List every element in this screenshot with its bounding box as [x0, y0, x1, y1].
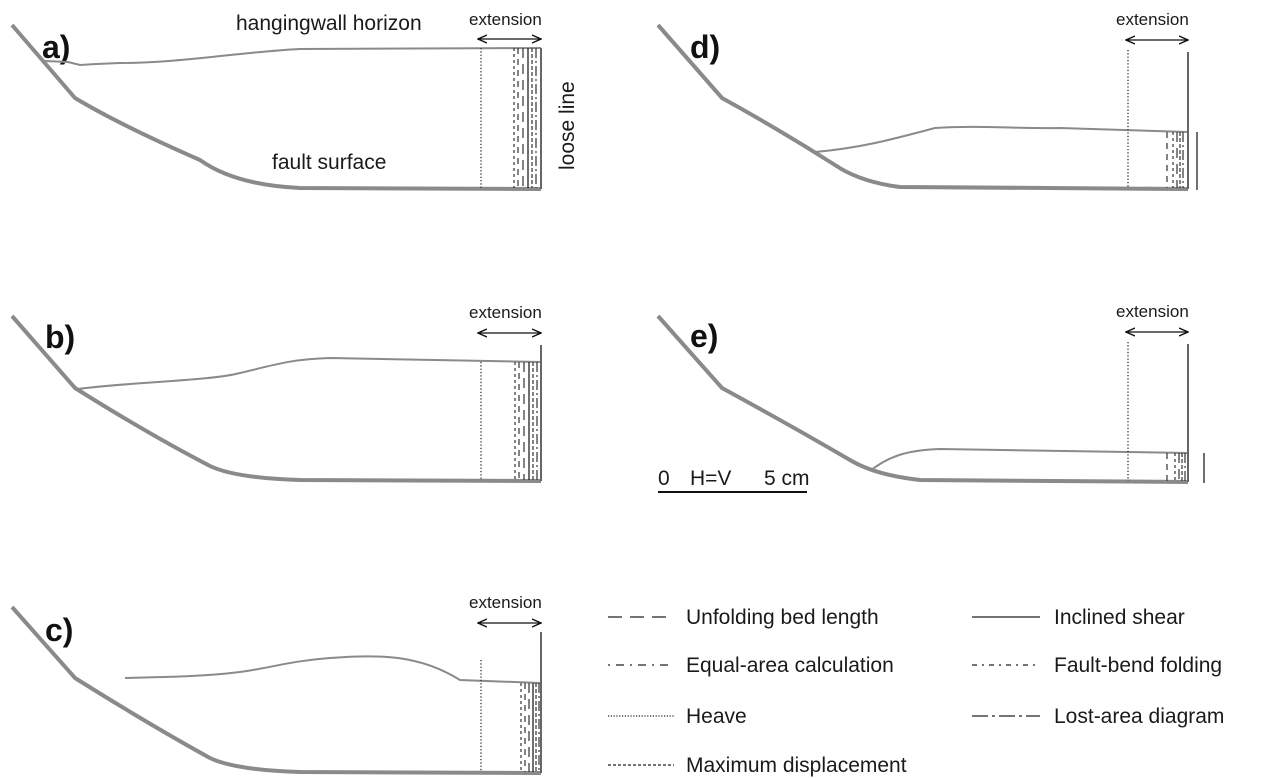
hangingwall-horizon-c — [124, 655, 542, 684]
legend-item-equal-area-calculation: Equal-area calculation — [608, 654, 894, 677]
scale-ratio: H=V — [690, 467, 731, 490]
extension-label-a: extension — [469, 10, 542, 29]
legend: Unfolding bed length Equal-area calculat… — [608, 606, 1224, 777]
scale-length: 5 cm — [764, 467, 810, 490]
panel-a: a) hangingwall horizon fault surface loo… — [10, 10, 579, 191]
scale-zero: 0 — [658, 467, 670, 490]
legend-label: Unfolding bed length — [686, 606, 879, 629]
panel-letter-d: d) — [690, 29, 720, 65]
legend-label: Lost-area diagram — [1054, 705, 1224, 728]
panel-letter-c: c) — [45, 612, 73, 648]
legend-item-heave: Heave — [608, 705, 747, 728]
extension-label-b: extension — [469, 303, 542, 322]
panel-letter-a: a) — [42, 29, 70, 65]
scale-bar: 0 H=V 5 cm — [658, 467, 810, 493]
legend-label: Heave — [686, 705, 747, 728]
legend-label: Equal-area calculation — [686, 654, 894, 677]
panel-e: e) extension — [656, 302, 1205, 484]
panel-letter-b: b) — [45, 319, 75, 355]
loose-line-label: loose line — [556, 81, 579, 170]
extension-label-d: extension — [1116, 10, 1189, 29]
panel-b: b) extension — [10, 303, 542, 483]
hangingwall-horizon-e — [869, 447, 1189, 472]
legend-item-inclined-shear: Inclined shear — [972, 606, 1185, 629]
fault-surface-e — [656, 314, 1189, 484]
fault-surface-a — [10, 23, 542, 191]
legend-label: Maximum displacement — [686, 754, 907, 777]
legend-label: Fault-bend folding — [1054, 654, 1222, 677]
fault-surface-c — [10, 605, 542, 775]
legend-item-unfolding-bed-length: Unfolding bed length — [608, 606, 879, 629]
extension-label-e: extension — [1116, 302, 1189, 321]
panel-d: d) extension — [656, 10, 1198, 191]
panel-letter-e: e) — [690, 318, 718, 354]
extension-label-c: extension — [469, 593, 542, 612]
legend-item-fault-bend-folding: Fault-bend folding — [972, 654, 1222, 677]
panel-c: c) extension — [10, 593, 542, 775]
fault-surface-label: fault surface — [272, 151, 386, 174]
fault-surface-b — [10, 314, 542, 483]
fault-surface-d — [656, 23, 1189, 191]
hangingwall-horizon-d — [814, 125, 1189, 153]
legend-item-lost-area-diagram: Lost-area diagram — [972, 705, 1224, 728]
hangingwall-horizon-a — [44, 47, 542, 67]
legend-label: Inclined shear — [1054, 606, 1185, 629]
hangingwall-horizon-label: hangingwall horizon — [236, 12, 422, 35]
legend-item-maximum-displacement: Maximum displacement — [608, 754, 907, 777]
hangingwall-horizon-b — [77, 356, 542, 390]
